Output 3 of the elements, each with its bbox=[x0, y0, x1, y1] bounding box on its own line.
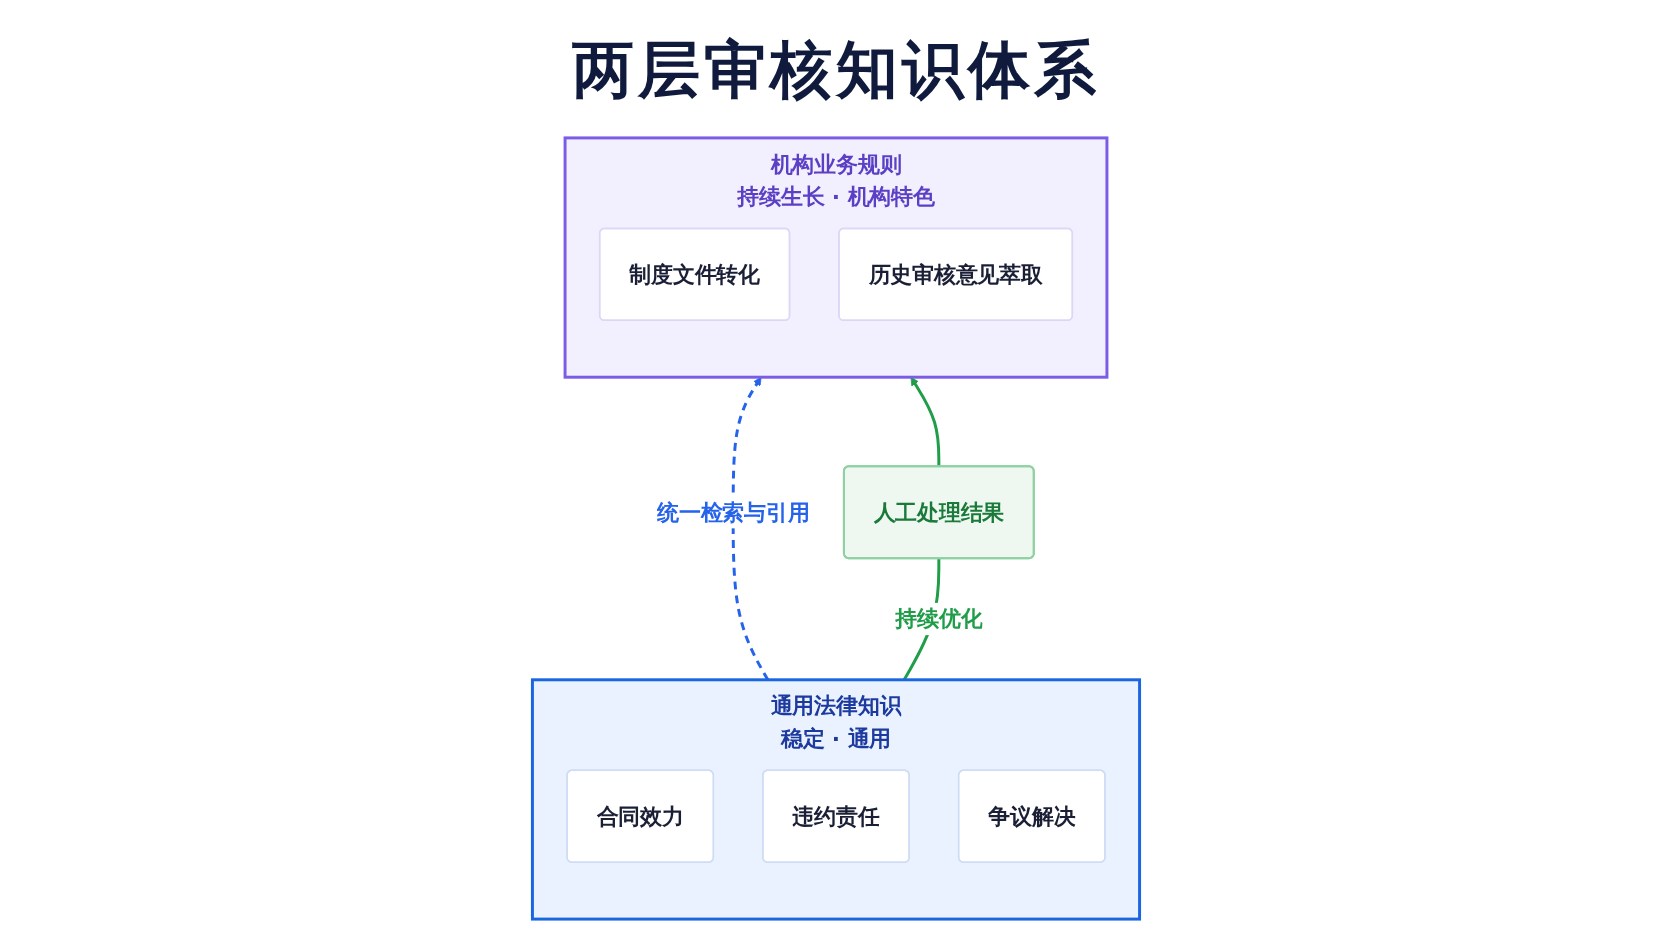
edge-label: 持续优化 bbox=[895, 606, 983, 632]
title: 两层审核知识体系 bbox=[571, 32, 1101, 108]
edge-label: 统一检索与引用 bbox=[657, 499, 810, 525]
